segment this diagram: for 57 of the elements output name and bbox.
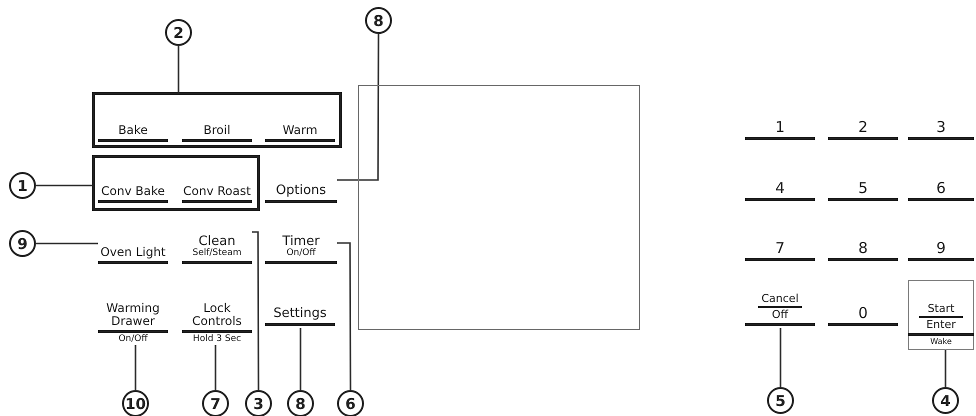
callout-number: 2 [165,19,192,46]
key-sublabel: Hold 3 Sec [192,335,242,345]
key-label: Conv Roast [183,184,251,198]
key-label: 9 [936,240,946,256]
callout-number: 5 [767,387,794,414]
leader-line [944,350,946,387]
key-label: Settings [273,306,327,321]
leader-line [300,328,302,390]
display-screen [358,85,640,330]
callout-number: 9 [9,230,36,257]
key-label: 5 [858,180,868,196]
group-frame [92,92,342,148]
leader-line [134,345,136,390]
key-sublabel: Off [772,308,788,321]
leader-line [780,328,782,387]
callout-number: 10 [122,390,149,416]
leader-line [36,242,98,244]
key-label: Cancel [761,292,799,305]
key-label: Options [276,184,326,198]
key-label: Broil [204,124,230,137]
key-label: 8 [858,240,868,256]
key-label: Lock Controls [191,302,243,328]
leader-line [252,231,260,390]
key-label: Warm [282,124,318,137]
key-label: Oven Light [100,246,166,259]
key-sublabel: Self/Steam [192,249,242,259]
key-label: Timer [282,234,320,249]
key-label: 2 [858,118,868,135]
callout-number: 3 [245,390,272,416]
callout-number: 6 [337,390,364,416]
leader-line [337,34,380,181]
key-label: 0 [858,304,868,321]
key-sublabel: Wake [930,338,952,347]
key-sublabel: Enter [926,319,956,332]
leader-line [214,345,216,390]
key-label: 7 [775,240,785,256]
key-label: 3 [936,118,946,135]
callout-number: 8 [365,7,392,34]
leader-line [178,46,180,92]
key-label: Warming Drawer [105,302,161,328]
group-frame [92,155,260,211]
leader-line [337,242,352,390]
key-label: Clean [198,234,236,249]
key-sublabel: On/Off [286,249,316,259]
leader-line [36,184,92,186]
key-label: Start [928,303,954,316]
callout-number: 7 [202,390,229,416]
key-label: Bake [118,124,148,137]
callout-number: 4 [932,387,959,414]
key-label: Conv Bake [101,184,165,198]
callout-number: 1 [9,172,36,199]
callout-number: 8 [287,390,314,416]
key-label: 1 [775,118,785,135]
key-label: 4 [775,180,785,196]
key-sublabel: On/Off [118,335,148,345]
key-label: 6 [936,180,946,196]
key-frame [908,280,974,350]
